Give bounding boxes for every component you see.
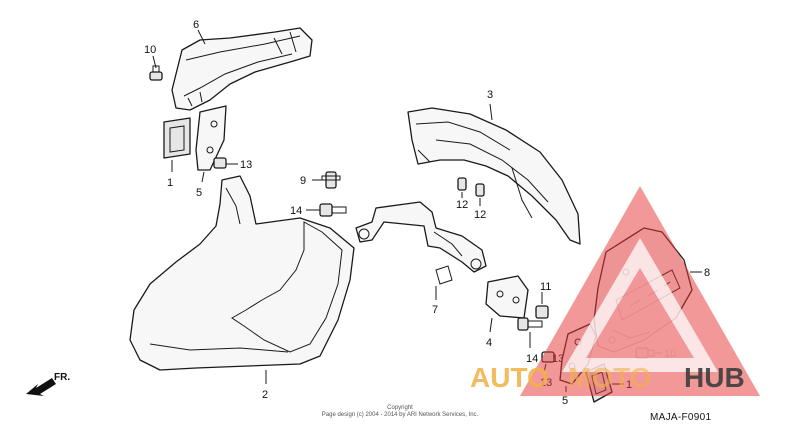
callout-2[interactable]: 2 (262, 389, 268, 401)
bolt-14-lower[interactable] (517, 317, 543, 331)
part-1-pad-upper[interactable] (163, 117, 191, 159)
callout-12[interactable]: 12 (456, 199, 468, 211)
callout-7[interactable]: 7 (432, 304, 438, 316)
callout-9[interactable]: 9 (300, 175, 306, 187)
callout-8[interactable]: 8 (704, 267, 710, 279)
part-7-fender-stay[interactable] (355, 201, 487, 285)
callout-14[interactable]: 14 (290, 205, 302, 217)
callout-5[interactable]: 5 (196, 187, 202, 199)
watermark-moto: MOTO (568, 362, 651, 393)
callout-12b[interactable]: 12 (474, 209, 486, 221)
bolt-11[interactable] (535, 305, 549, 319)
callout-13[interactable]: 13 (240, 159, 252, 171)
front-direction-arrow: FR. (26, 372, 70, 396)
part-4-bracket[interactable] (485, 275, 529, 319)
callout-1[interactable]: 1 (167, 177, 173, 189)
bolt-9[interactable] (321, 171, 341, 189)
callout-10[interactable]: 10 (144, 44, 156, 56)
watermark-logo: AUTO MOTO HUB (470, 186, 760, 396)
callout-6[interactable]: 6 (193, 19, 199, 31)
bolt-12-right[interactable] (475, 183, 485, 197)
part-6-cover[interactable] (171, 27, 313, 111)
bolt-13-upper[interactable] (213, 157, 227, 169)
part-3-inner-fender[interactable] (407, 107, 581, 245)
diagram-code: MAJA-F0901 (650, 412, 711, 423)
callout-5b[interactable]: 5 (562, 395, 568, 407)
callout-14b[interactable]: 14 (526, 353, 538, 365)
watermark-hub: HUB (684, 362, 745, 393)
direction-label: FR. (54, 372, 70, 383)
watermark-auto: AUTO (470, 362, 549, 393)
copyright-line-1: Copyright (387, 405, 413, 411)
bolt-12-left[interactable] (457, 177, 467, 191)
part-2-front-fender[interactable] (129, 175, 355, 371)
copyright-line-2: Page design (c) 2004 - 2014 by ARI Netwo… (322, 412, 479, 418)
part-5-plate-upper[interactable] (195, 105, 227, 171)
callout-11[interactable]: 11 (540, 281, 551, 293)
bolt-10-upper[interactable] (149, 65, 163, 81)
bolt-14-upper[interactable] (319, 203, 347, 217)
callout-4[interactable]: 4 (486, 337, 492, 349)
callout-3[interactable]: 3 (487, 89, 493, 101)
